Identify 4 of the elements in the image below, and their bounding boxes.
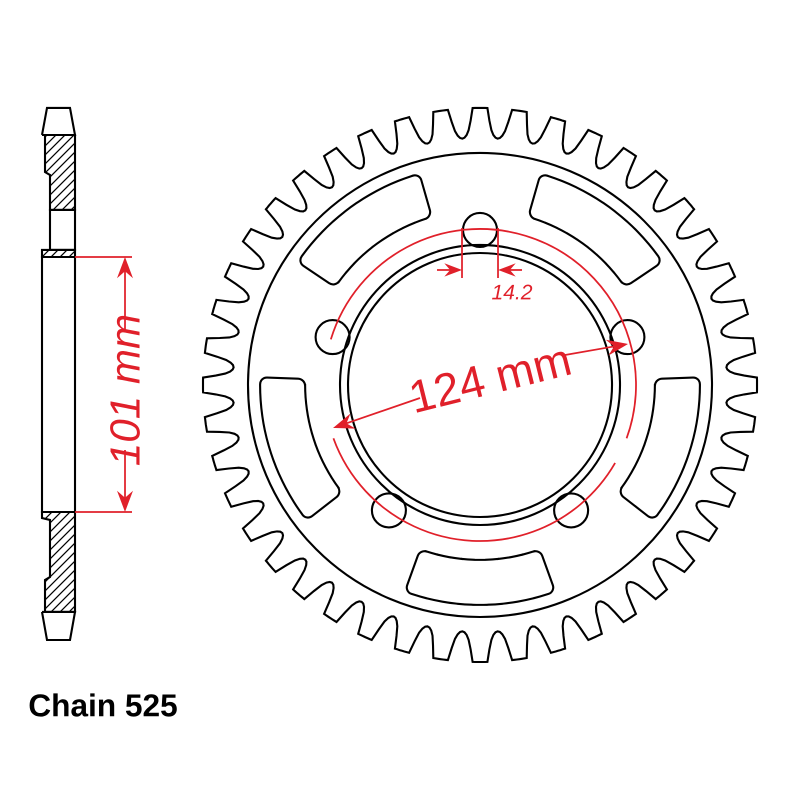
dimension-label: 124 mm (412, 352, 571, 413)
dimension-label: 101 mm (110, 316, 140, 466)
chain-size-label: Chain 525 (30, 693, 177, 717)
dimension-label: 14.2 (492, 284, 532, 300)
